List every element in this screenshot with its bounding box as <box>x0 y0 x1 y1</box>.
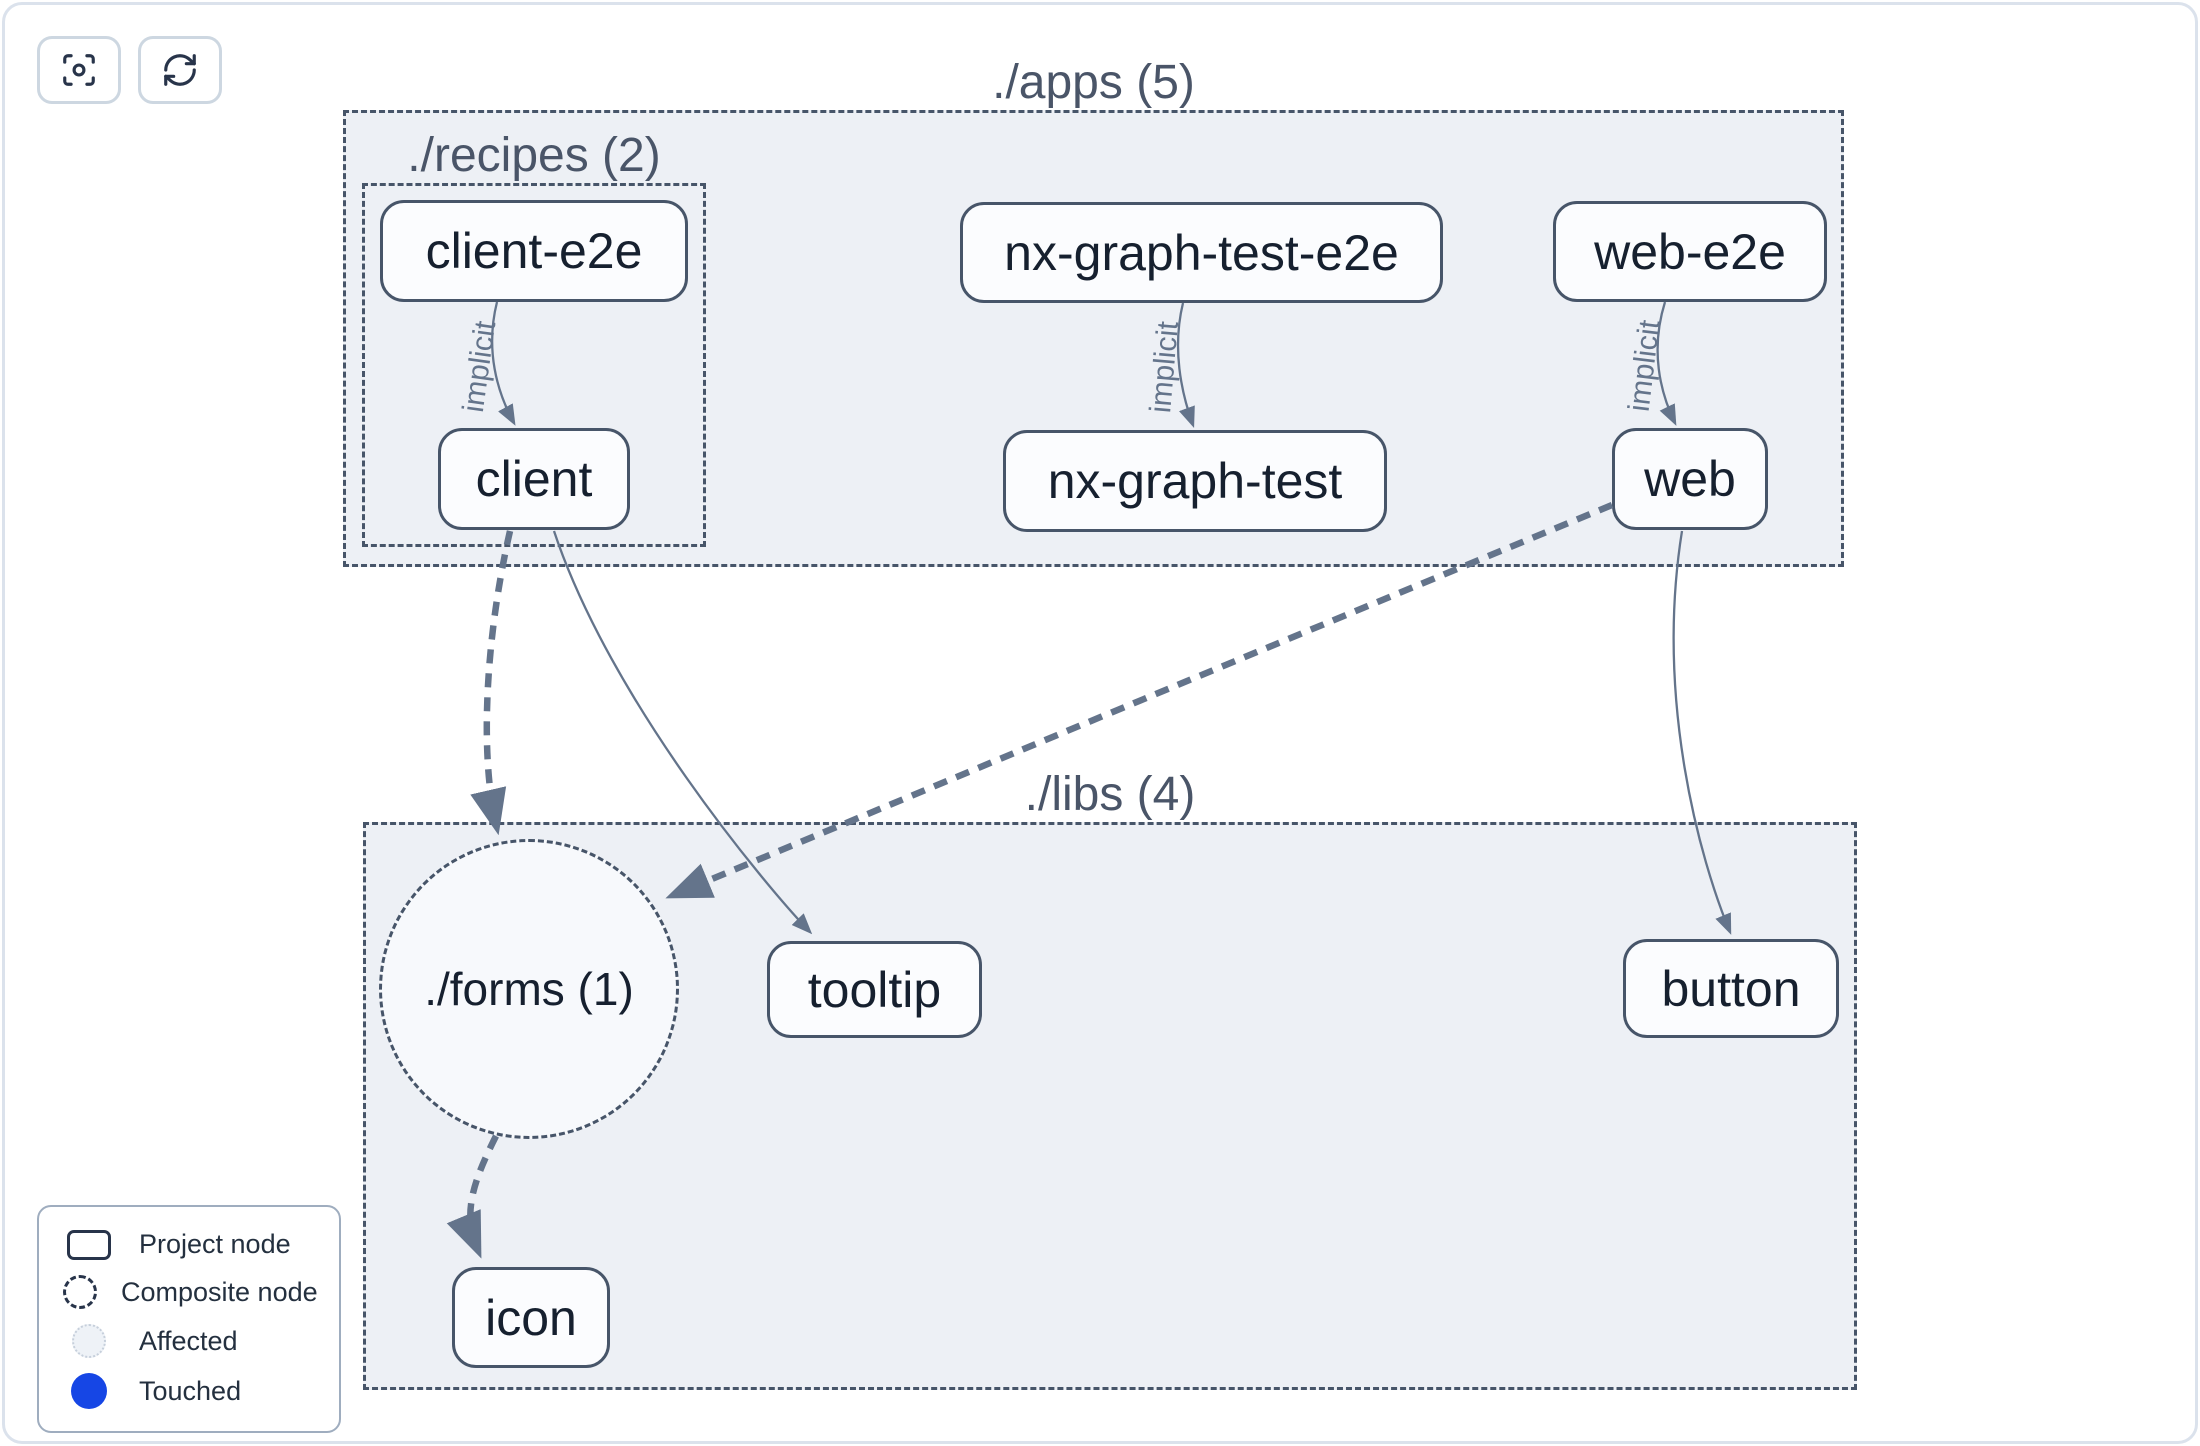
legend-label: Affected <box>139 1325 238 1356</box>
edge-forms-to-icon[interactable] <box>446 1134 499 1259</box>
legend-row-composite-node: Composite node <box>63 1275 318 1309</box>
refresh-button[interactable] <box>138 36 222 104</box>
node-web-e2e[interactable]: web-e2e <box>1553 201 1827 302</box>
edge-client-e2e-to-client[interactable] <box>491 301 516 426</box>
touched-swatch <box>63 1373 115 1409</box>
node-icon[interactable]: icon <box>452 1267 610 1368</box>
composite-node-swatch <box>63 1275 97 1309</box>
edge-nx-graph-test-e2e-to-nx-graph-test[interactable] <box>1176 302 1195 428</box>
legend-row-touched: Touched <box>63 1373 315 1409</box>
composite-node-forms[interactable]: ./forms (1) <box>379 839 679 1139</box>
legend-row-project-node: Project node <box>63 1229 315 1260</box>
edge-web-to-button[interactable] <box>1672 530 1732 935</box>
legend-label: Composite node <box>121 1276 318 1307</box>
group-libs-label[interactable]: ./libs (4) <box>1024 768 1196 821</box>
legend-label: Touched <box>139 1375 242 1406</box>
node-nx-graph-test[interactable]: nx-graph-test <box>1003 430 1387 532</box>
node-web[interactable]: web <box>1612 428 1768 530</box>
edge-web-e2e-to-web[interactable] <box>1656 301 1677 426</box>
node-client-e2e[interactable]: client-e2e <box>380 200 688 302</box>
focus-icon <box>63 54 95 86</box>
node-nx-graph-test-e2e[interactable]: nx-graph-test-e2e <box>960 202 1443 303</box>
edge-client-to-forms[interactable] <box>470 530 514 836</box>
legend-label: Project node <box>139 1229 291 1259</box>
group-apps-label[interactable]: ./apps (5) <box>992 56 1195 109</box>
edge-web-to-forms[interactable] <box>665 501 1614 899</box>
node-client[interactable]: client <box>438 428 630 530</box>
affected-swatch <box>63 1324 115 1358</box>
composite-node-forms-label: ./forms (1) <box>424 963 634 1015</box>
legend: Project node Composite node Affected Tou… <box>37 1205 341 1433</box>
refresh-icon <box>164 54 196 86</box>
node-tooltip[interactable]: tooltip <box>767 941 982 1038</box>
legend-row-affected: Affected <box>63 1324 315 1358</box>
edge-client-to-tooltip[interactable] <box>552 530 813 935</box>
group-recipes-label[interactable]: ./recipes (2) <box>407 129 661 182</box>
node-button[interactable]: button <box>1623 939 1839 1038</box>
project-node-swatch <box>63 1229 115 1260</box>
focus-button[interactable] <box>37 36 121 104</box>
